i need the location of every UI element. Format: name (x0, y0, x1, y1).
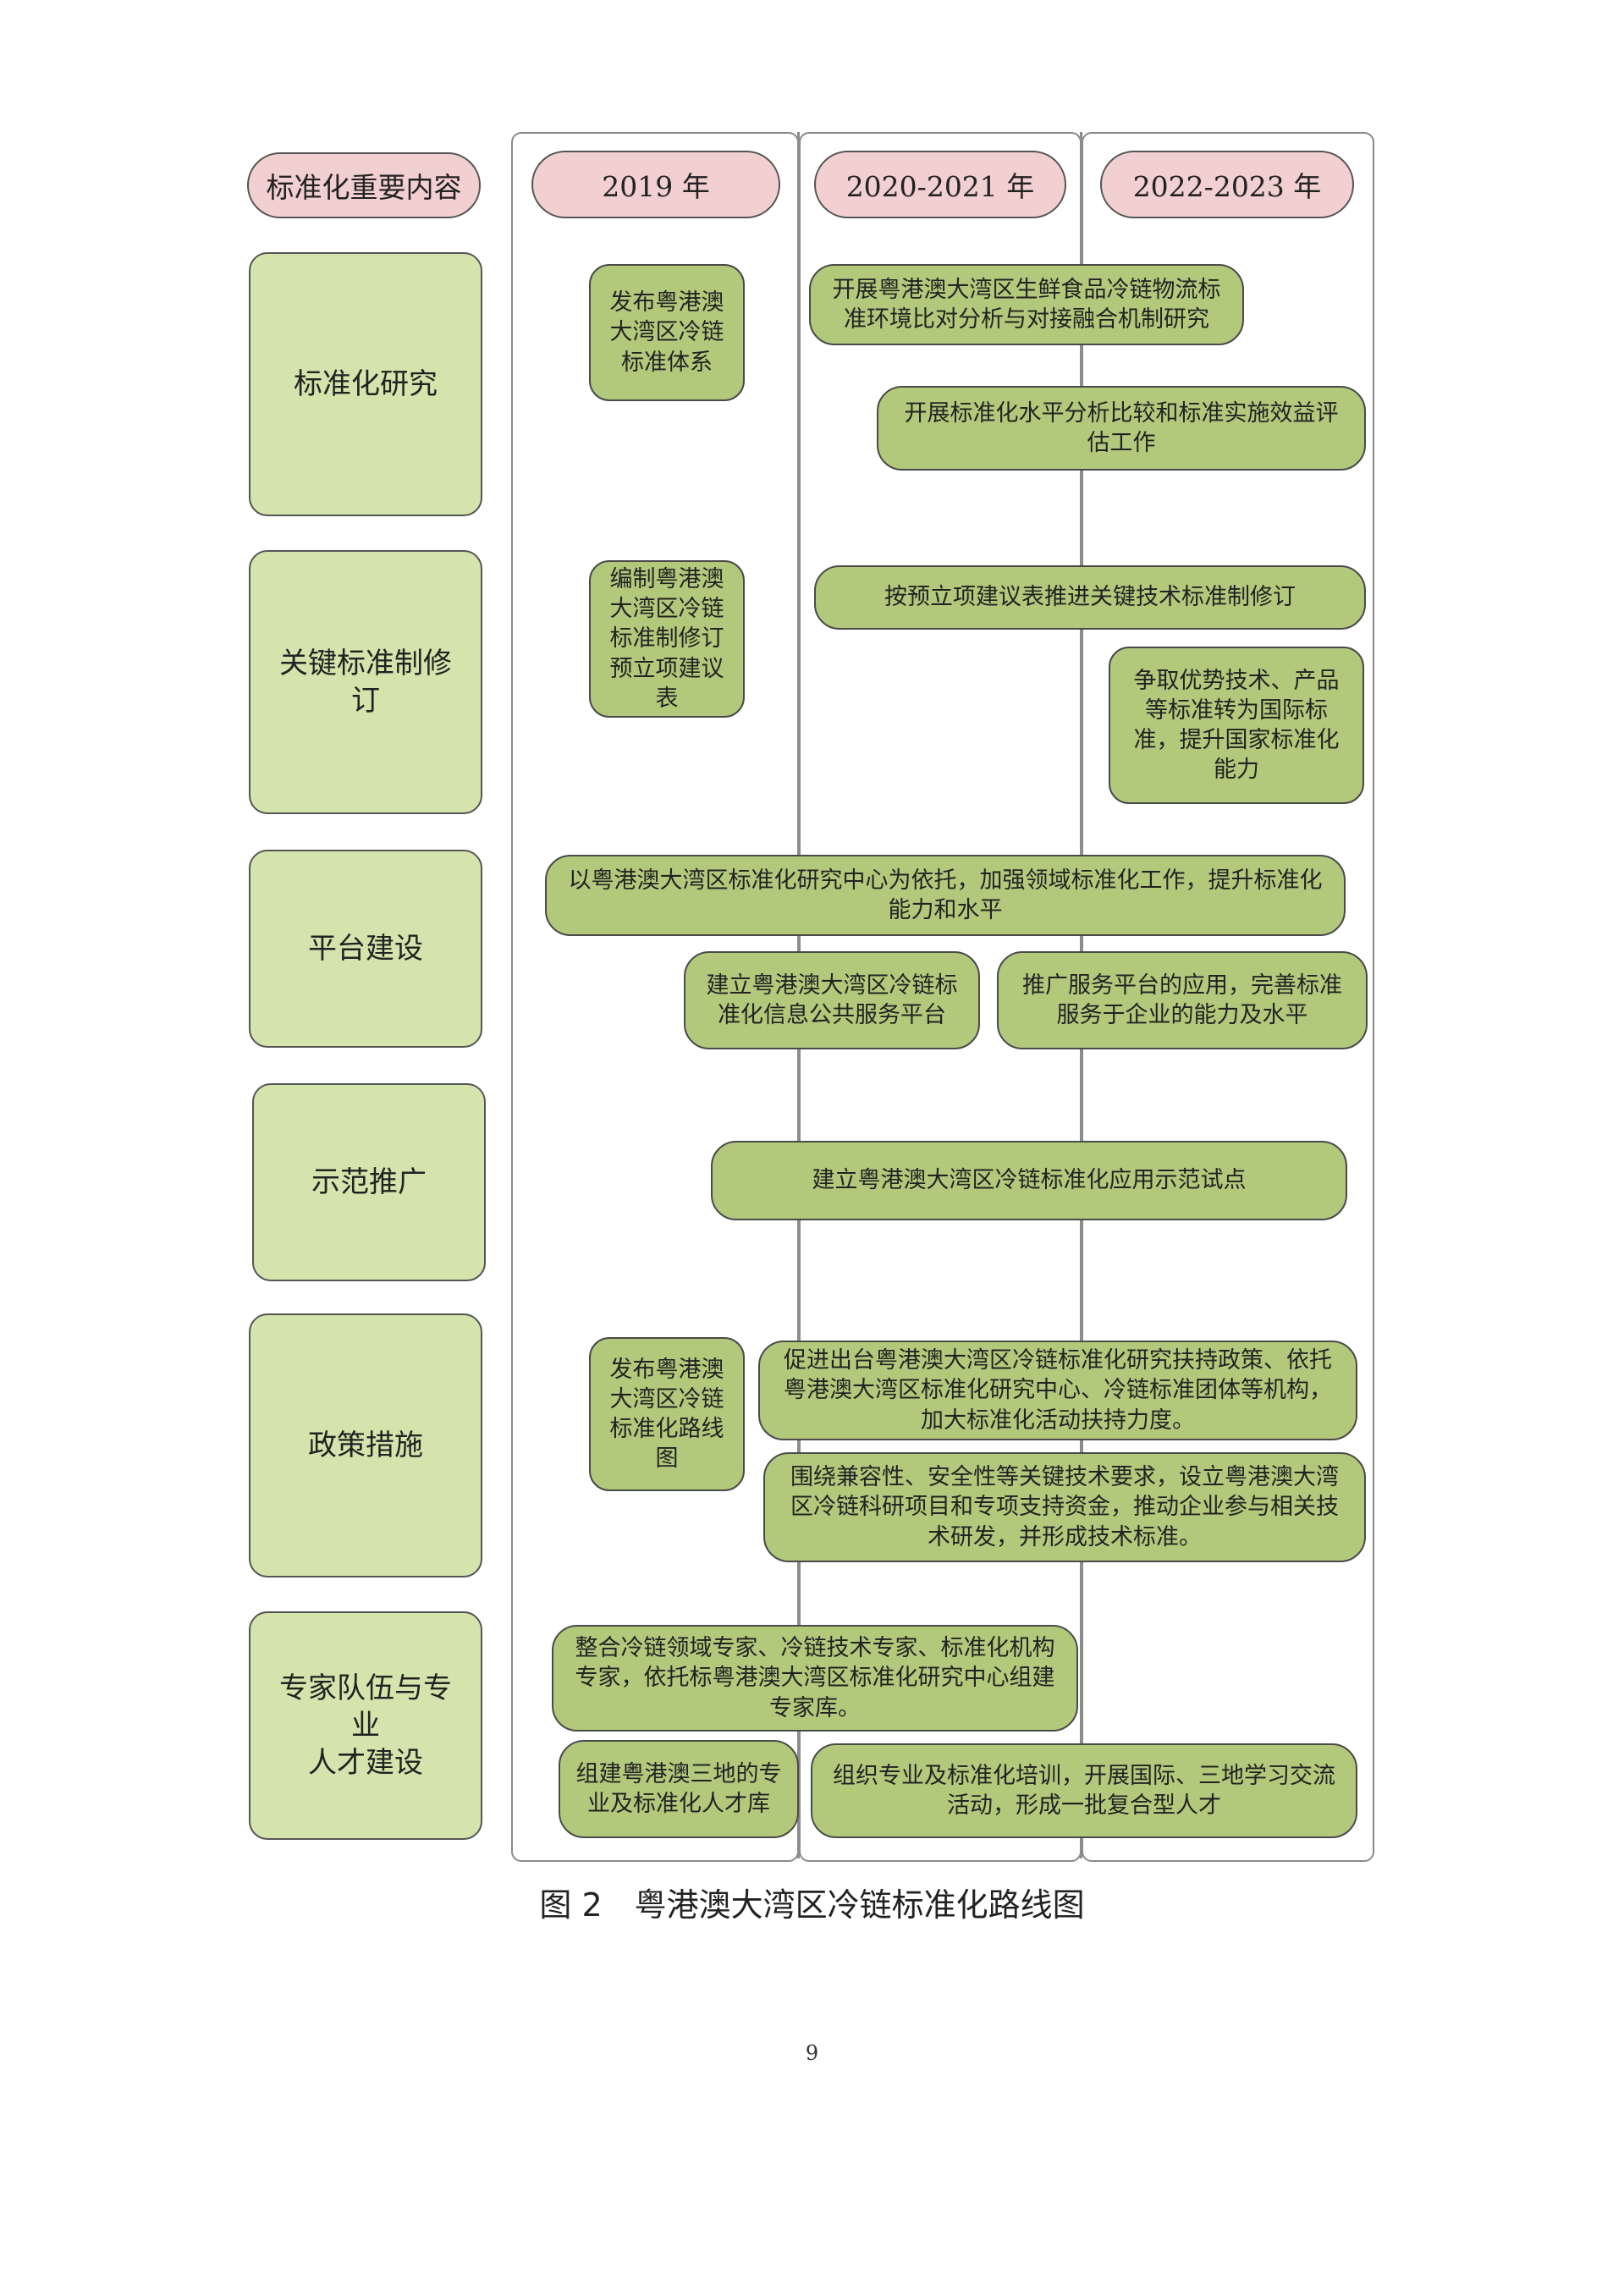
header-year-2022-2023: 2022-2023 年 (1100, 151, 1354, 218)
task-standardization-level-analysis: 开展标准化水平分析比较和标准实施效益评 估工作 (877, 386, 1366, 471)
task-expert-database: 整合冷链领域专家、冷链技术专家、标准化机构 专家，依托标粤港澳大湾区标准化研究中… (552, 1625, 1078, 1732)
header-year-2020-2021: 2020-2021 年 (814, 151, 1066, 218)
task-demonstration-pilot: 建立粤港澳大湾区冷链标准化应用示范试点 (711, 1141, 1347, 1220)
task-international-standard-conversion: 争取优势技术、产品 等标准转为国际标 准，提升国家标准化 能力 (1109, 647, 1364, 804)
task-training-exchange: 组织专业及标准化培训，开展国际、三地学习交流 活动，形成一批复合型人才 (811, 1743, 1357, 1838)
category-demonstration-promotion: 示范推广 (252, 1083, 486, 1281)
header-category-label: 标准化重要内容 (247, 152, 481, 218)
task-support-policy: 促进出台粤港澳大湾区冷链标准化研究扶持政策、依托 粤港澳大湾区标准化研究中心、冷… (758, 1341, 1357, 1440)
category-standardization-research: 标准化研究 (249, 252, 482, 516)
task-research-project-funding: 围绕兼容性、安全性等关键技术要求，设立粤港澳大湾 区冷链科研项目和专项支持资金，… (763, 1452, 1366, 1562)
task-publish-roadmap: 发布粤港澳 大湾区冷链 标准化路线 图 (589, 1337, 745, 1491)
header-year-2019: 2019 年 (531, 151, 780, 218)
page-number: 9 (805, 2041, 819, 2065)
task-talent-pool: 组建粤港澳三地的专 业及标准化人才库 (559, 1740, 799, 1838)
task-publish-standard-system: 发布粤港澳 大湾区冷链 标准体系 (589, 264, 745, 401)
task-cold-chain-environment-comparison: 开展粤港澳大湾区生鲜食品冷链物流标 准环境比对分析与对接融合机制研究 (809, 264, 1244, 345)
category-expert-talent-building: 专家队伍与专业 人才建设 (249, 1611, 482, 1840)
task-public-service-platform: 建立粤港澳大湾区冷链标 准化信息公共服务平台 (684, 951, 980, 1049)
category-key-standard-revision: 关键标准制修订 (249, 550, 482, 814)
task-promote-key-standard-revision: 按预立项建议表推进关键技术标准制修订 (814, 565, 1366, 630)
task-research-center-support: 以粤港澳大湾区标准化研究中心为依托，加强领域标准化工作，提升标准化 能力和水平 (545, 855, 1346, 936)
figure-caption: 图 2 粤港澳大湾区冷链标准化路线图 (539, 1886, 1085, 1924)
category-platform-construction: 平台建设 (249, 850, 482, 1048)
task-promote-service-platform: 推广服务平台的应用，完善标准 服务于企业的能力及水平 (997, 951, 1368, 1049)
task-compile-pre-project-proposal: 编制粤港澳 大湾区冷链 标准制修订 预立项建议 表 (589, 560, 745, 718)
category-policy-measures: 政策措施 (249, 1313, 482, 1577)
